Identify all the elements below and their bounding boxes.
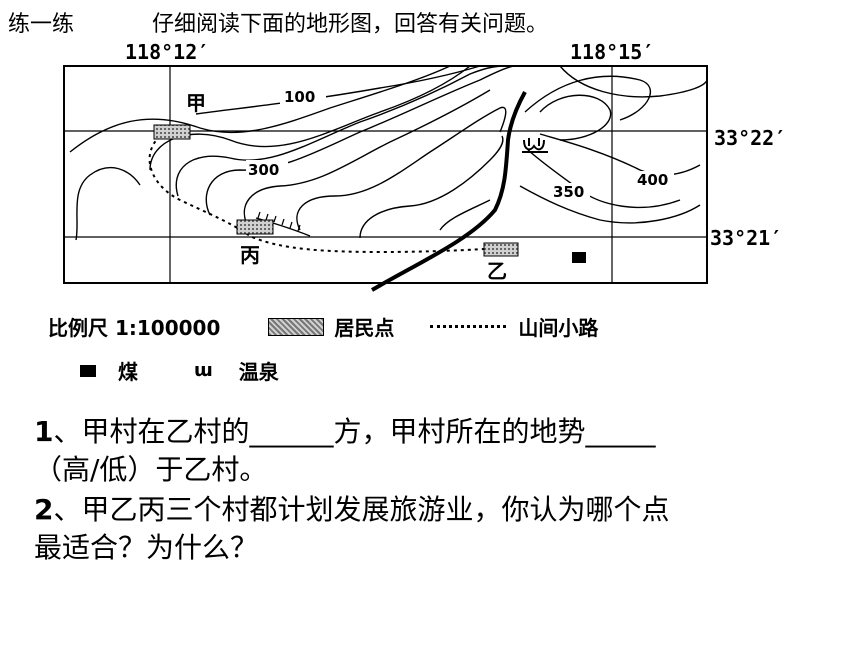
legend-hot-spring-icon: ɯ: [194, 360, 213, 381]
cliff-edge: [255, 217, 311, 237]
question-1-number: 1: [34, 415, 54, 448]
contour-400: [539, 94, 612, 141]
contour-300: [205, 65, 516, 216]
village-bing-label: 丙: [240, 243, 260, 267]
village-yi-marker: [483, 242, 519, 257]
mountain-path: [148, 135, 501, 254]
legend-row-2: 煤 ɯ 温泉: [80, 356, 279, 385]
latitude-label-bottom: 33°21′: [710, 226, 783, 250]
map-frame: [63, 65, 708, 284]
village-yi-label: 乙: [487, 259, 507, 283]
contour-100: [195, 65, 481, 115]
question-2-number: 2: [34, 493, 54, 526]
exercise-label: 练一练: [8, 12, 75, 37]
contour-label-400: 400: [637, 171, 668, 189]
longitude-label-right: 118°15′: [570, 40, 655, 64]
legend-settlement-swatch: [268, 317, 325, 336]
latitude-label-top: 33°22′: [714, 126, 787, 150]
legend-path-label: 山间小路: [518, 316, 599, 340]
legend-scale: 比例尺 1:100000: [48, 316, 221, 340]
question-2-line-1: 2、甲乙丙三个村都计划发展旅游业，你认为哪个点: [34, 493, 670, 526]
hot-spring-icon: [522, 138, 548, 153]
contour-label-300: 300: [248, 161, 279, 179]
question-1-line-2: （高/低）于乙村。: [34, 453, 268, 486]
longitude-label-left: 118°12′: [125, 40, 210, 64]
legend-coal-icon: [80, 364, 96, 377]
contour-lines: [69, 65, 708, 241]
question-1-line-1: 1、甲村在乙村的______方，甲村所在的地势_____: [34, 415, 656, 448]
question-2-line-2: 最适合？为什么？: [34, 531, 259, 564]
instruction-text: 仔细阅读下面的地形图，回答有关问题。: [152, 12, 549, 37]
village-bing-marker: [236, 219, 274, 235]
legend-coal-label: 煤: [118, 360, 138, 384]
village-jia-label: 甲: [186, 91, 206, 115]
valley-road: [370, 91, 527, 292]
contour-label-350: 350: [553, 183, 584, 201]
contour-label-100: 100: [284, 88, 315, 106]
legend-path-swatch: [430, 325, 507, 328]
legend-hot-spring-label: 温泉: [238, 360, 279, 384]
legend-row-1: 比例尺 1:100000 居民点 山间小路: [48, 312, 598, 341]
coal-icon: [572, 252, 586, 263]
legend-settlement-label: 居民点: [334, 316, 395, 340]
village-jia-marker: [153, 124, 191, 140]
